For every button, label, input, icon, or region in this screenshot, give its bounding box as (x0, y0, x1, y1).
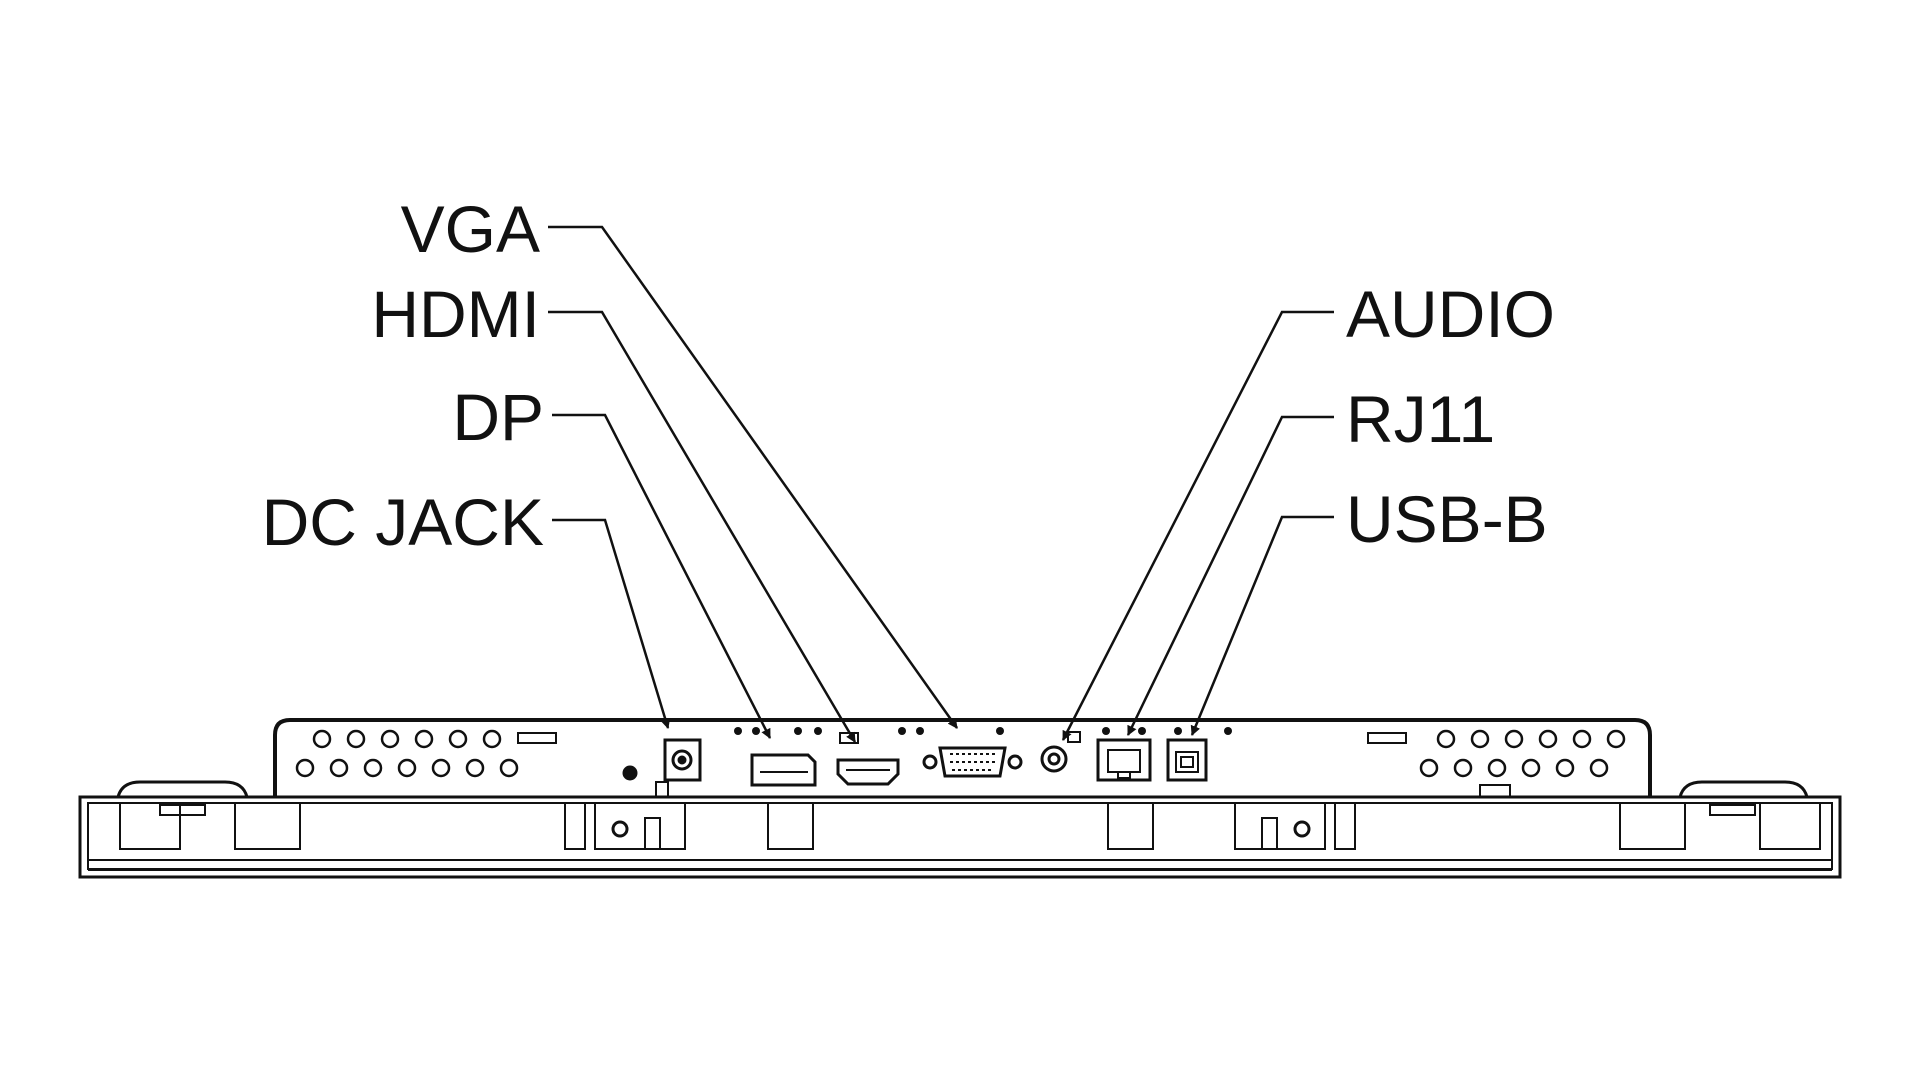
label-vga: VGA (401, 192, 540, 266)
rib-2 (767, 802, 814, 850)
leader-lines (548, 225, 1334, 743)
left-foot (116, 780, 249, 798)
panel-dots (734, 727, 1232, 735)
vga-port (922, 746, 1023, 778)
vent-holes-right (1367, 729, 1626, 778)
base-frame (78, 795, 1842, 879)
label-audio: AUDIO (1346, 277, 1555, 351)
vent-holes-left (295, 729, 557, 778)
leader-vga (548, 225, 959, 729)
mount-tab-left (644, 817, 661, 850)
label-dp: DP (452, 380, 544, 454)
leader-dc-jack (552, 518, 671, 729)
rib-3 (1107, 802, 1154, 850)
rib-4 (1334, 802, 1356, 850)
leader-hdmi (548, 310, 857, 743)
mount-right-1 (1619, 802, 1686, 850)
dc-jack-port (622, 738, 702, 798)
mount-center-right (1234, 802, 1326, 850)
mount-right-0 (1759, 802, 1821, 850)
right-slot (1709, 804, 1756, 816)
mount-screw-right (1293, 820, 1311, 838)
leader-usb-b (1190, 515, 1334, 736)
label-rj11: RJ11 (1346, 382, 1495, 456)
rj11-port (1096, 738, 1152, 782)
leader-rj11 (1126, 415, 1334, 736)
mount-left-1 (234, 802, 301, 850)
label-dc-jack: DC JACK (262, 485, 544, 559)
mount-screw-left (611, 820, 629, 838)
dp-port (750, 753, 817, 787)
mount-center-left (594, 802, 686, 850)
mount-left-0 (119, 802, 181, 850)
leader-audio (1061, 310, 1334, 741)
mount-tab-right (1261, 817, 1278, 850)
hdmi-port (836, 732, 900, 786)
usb-b-port (1166, 738, 1208, 782)
right-foot (1678, 780, 1809, 798)
audio-port (1040, 731, 1081, 773)
label-usb-b: USB-B (1346, 482, 1548, 556)
left-slot (159, 804, 206, 816)
panel-tab (1479, 784, 1511, 798)
io-panel (273, 718, 1652, 797)
rib-1 (564, 802, 586, 850)
monitor-outline (78, 718, 1842, 879)
label-hdmi: HDMI (371, 277, 540, 351)
leader-dp (552, 413, 772, 739)
